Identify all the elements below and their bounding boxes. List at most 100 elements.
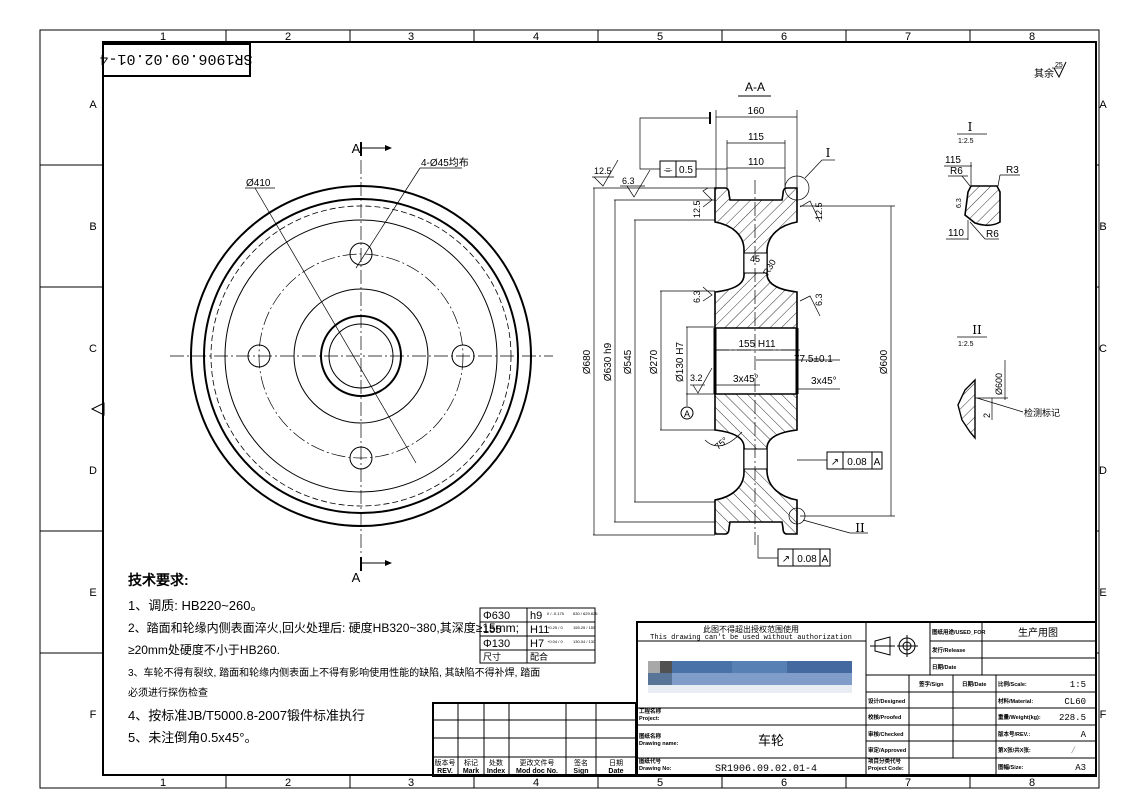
svg-text:⌯: ⌯ [664, 164, 673, 176]
svg-text:Ø410: Ø410 [246, 178, 271, 189]
svg-text:115: 115 [748, 132, 764, 143]
svg-text:1:5: 1:5 [1070, 680, 1086, 690]
svg-text:This drawing can't be used wit: This drawing can't be used without autho… [650, 634, 852, 642]
svg-text:REV.: REV. [437, 768, 453, 775]
svg-text:155: 155 [483, 624, 501, 636]
svg-text:A: A [874, 457, 881, 468]
svg-text:0.08: 0.08 [847, 457, 867, 468]
svg-text:D: D [1099, 465, 1107, 477]
svg-text:4、按标准JB/T5000.8-2007锻件标准执行: 4、按标准JB/T5000.8-2007锻件标准执行 [128, 708, 365, 723]
svg-text:Ø680: Ø680 [582, 349, 593, 374]
svg-text:日期/Date: 日期/Date [932, 663, 956, 671]
svg-text:8: 8 [1029, 777, 1035, 789]
svg-text:Mod doc No.: Mod doc No. [516, 768, 558, 775]
general-roughness-note: 其余 25 [1034, 61, 1067, 80]
svg-text:3.2: 3.2 [690, 373, 703, 383]
svg-text:F: F [90, 709, 97, 721]
drawing-number-stamp: SR1906.09.02.01-4 [99, 43, 253, 77]
svg-text:h9: h9 [530, 610, 542, 622]
svg-text:A3: A3 [1075, 763, 1086, 773]
title-block: 此图不得超出授权范围使用 This drawing can't be used … [636, 621, 1097, 777]
svg-text:155 H11: 155 H11 [738, 339, 776, 350]
svg-text:228.5: 228.5 [1059, 713, 1086, 723]
svg-text:R3: R3 [1006, 165, 1019, 176]
svg-text:H7: H7 [530, 638, 544, 650]
svg-text:1:2.5: 1:2.5 [958, 341, 974, 348]
svg-text:版本号: 版本号 [435, 758, 456, 767]
svg-text:R6: R6 [950, 166, 963, 177]
svg-text:A: A [352, 570, 361, 585]
svg-text:+0.04 / 0: +0.04 / 0 [547, 639, 563, 644]
svg-text:CL60: CL60 [1064, 697, 1086, 707]
svg-text:R6: R6 [986, 229, 999, 240]
runout-tolerance-frame-bottom [777, 548, 831, 567]
svg-text:材料/Material:: 材料/Material: [998, 697, 1033, 705]
svg-text:E: E [1099, 587, 1106, 599]
detail-view-i: I 1:2.5 115 R6 R3 110 R6 6.3 [944, 120, 1020, 240]
svg-text:Φ630: Φ630 [483, 610, 510, 622]
outer-frame [39, 29, 1100, 789]
front-view: A A Ø410 4-Ø45均布 [170, 141, 553, 585]
svg-text:版本号/REV.:: 版本号/REV.: [997, 730, 1030, 738]
svg-text:4-Ø45均布: 4-Ø45均布 [421, 157, 469, 169]
svg-text:110: 110 [948, 228, 964, 239]
svg-text:生产用图: 生产用图 [1018, 626, 1058, 639]
svg-text:重量/Weight(kg):: 重量/Weight(kg): [998, 713, 1041, 721]
svg-text:C: C [89, 343, 97, 355]
svg-text:6.3: 6.3 [622, 176, 635, 186]
svg-text:I: I [826, 146, 831, 160]
svg-text:7: 7 [905, 777, 911, 789]
svg-text:B: B [1099, 221, 1106, 233]
technical-requirements: 技术要求: 1、调质: HB220~260。 2、踏面和轮缘内侧表面淬火,回火处… [128, 572, 540, 745]
svg-text:3、车轮不得有裂纹, 踏面和轮缘内侧表面上不得有影响使用性能: 3、车轮不得有裂纹, 踏面和轮缘内侧表面上不得有影响使用性能的缺陷, 其缺陷不得… [128, 666, 540, 679]
svg-text:A: A [684, 409, 690, 419]
svg-text:必须进行探伤检查: 必须进行探伤检查 [128, 686, 208, 699]
svg-text:A: A [89, 99, 97, 111]
svg-text:45: 45 [750, 254, 760, 264]
svg-text:I: I [968, 120, 973, 134]
svg-text:7: 7 [905, 31, 911, 43]
runout-tolerance-frame [826, 451, 883, 470]
svg-text:↗: ↗ [831, 457, 839, 468]
svg-text:2: 2 [982, 413, 992, 418]
svg-text:0.5: 0.5 [679, 165, 693, 176]
svg-text:E: E [89, 587, 96, 599]
svg-text:设计/Designed: 设计/Designed [868, 697, 905, 705]
svg-text:1: 1 [160, 31, 166, 43]
svg-text:Date: Date [608, 768, 623, 775]
svg-text:标记: 标记 [464, 758, 478, 767]
svg-text:日期/Date: 日期/Date [962, 680, 986, 688]
svg-text:签字/Sign: 签字/Sign [918, 680, 944, 688]
svg-text:第X张/共X张:: 第X张/共X张: [998, 746, 1031, 754]
svg-text:Mark: Mark [463, 768, 479, 775]
svg-text:6.3: 6.3 [692, 290, 702, 303]
svg-text:75°: 75° [713, 435, 730, 452]
svg-text:≥20mm处硬度不小于HB260.: ≥20mm处硬度不小于HB260. [128, 642, 280, 657]
svg-text:0 / -0.175: 0 / -0.175 [547, 611, 565, 616]
svg-text:Ø600: Ø600 [879, 349, 890, 374]
svg-text:此图不得超出授权范围使用: 此图不得超出授权范围使用 [703, 624, 799, 634]
svg-text:3x45°: 3x45° [733, 374, 759, 385]
svg-text:4: 4 [533, 31, 539, 43]
svg-text:0.08: 0.08 [797, 554, 817, 565]
svg-text:130.04 / 130: 130.04 / 130 [573, 639, 596, 644]
svg-text:12.5: 12.5 [594, 166, 612, 176]
svg-text:630 / 629.825: 630 / 629.825 [573, 611, 598, 616]
svg-text:SR1906.09.02.01-4: SR1906.09.02.01-4 [99, 50, 252, 67]
svg-text:6.3: 6.3 [956, 198, 963, 208]
svg-text:II: II [855, 521, 865, 535]
fit-table: Φ630 h9 0 / -0.175 630 / 629.825 155 H11… [479, 607, 598, 664]
section-view-a-a: A-A 160 115 110 ⌯ 0.5 Ø680 [582, 80, 895, 567]
svg-text:校核/Proofed: 校核/Proofed [868, 713, 901, 721]
svg-text:3x45°: 3x45° [811, 376, 837, 387]
svg-text:Ø270: Ø270 [649, 349, 660, 374]
svg-text:4: 4 [533, 777, 539, 789]
svg-text:处数: 处数 [489, 758, 503, 767]
svg-text:3: 3 [408, 777, 414, 789]
svg-text:H11: H11 [530, 624, 549, 636]
